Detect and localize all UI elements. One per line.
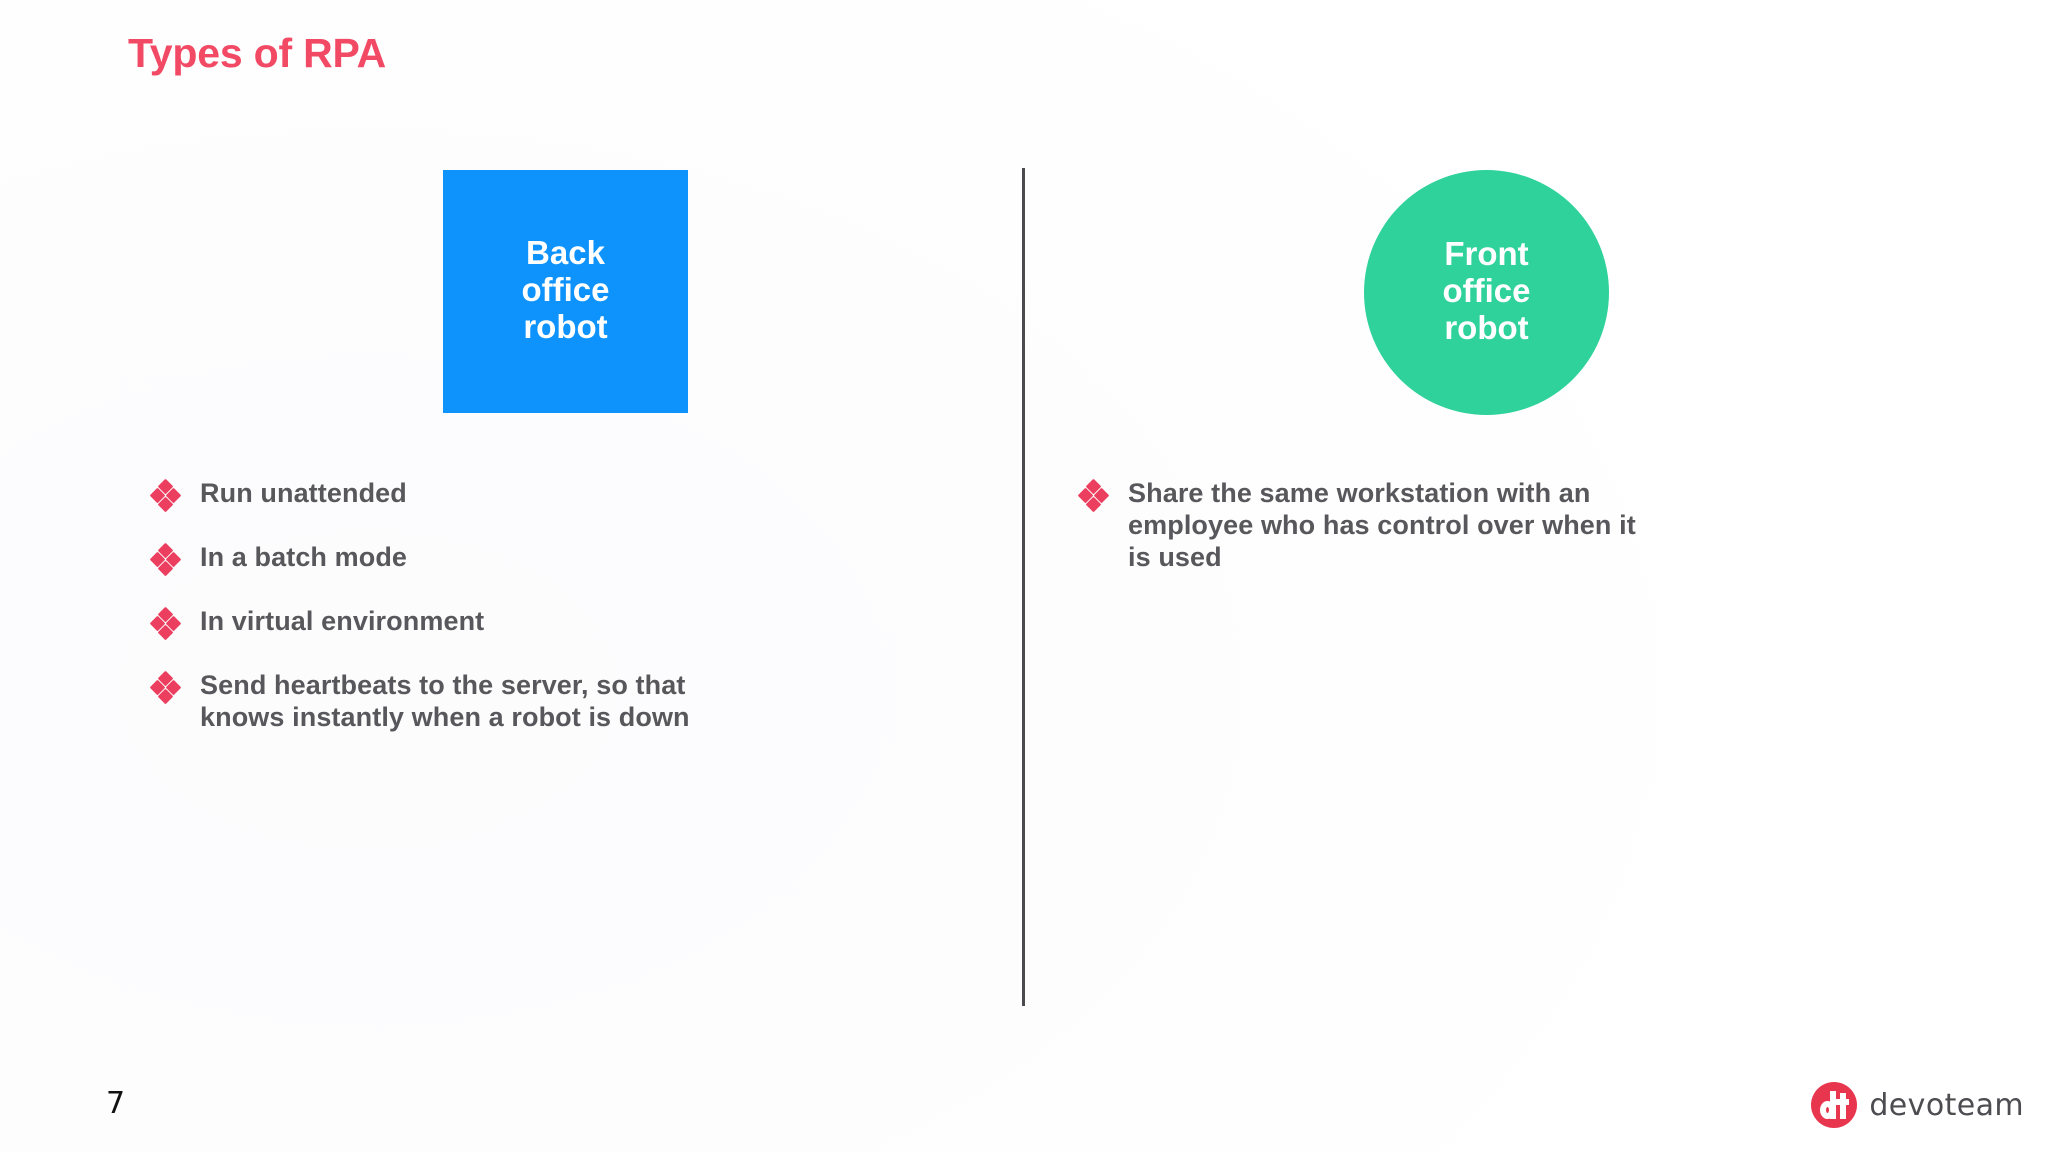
list-item-label: In a batch mode xyxy=(200,542,408,572)
list-item-label: In virtual environment xyxy=(200,606,485,636)
column-divider xyxy=(1022,168,1025,1006)
devoteam-wordmark: devoteam xyxy=(1869,1087,2024,1123)
back-office-bullet-list: Run unattended In a batch mode In virtua… xyxy=(149,478,950,762)
page-title: Types of RPA xyxy=(128,30,387,76)
devoteam-mark-icon xyxy=(1811,1082,1858,1128)
diamond-bullet-icon xyxy=(149,670,182,706)
diamond-bullet-icon xyxy=(149,478,182,514)
front-office-robot-label: Front office robot xyxy=(1442,235,1531,346)
front-office-bullet-list: Share the same workstation with an emplo… xyxy=(1077,478,1898,574)
list-item: Share the same workstation with an emplo… xyxy=(1077,478,1898,574)
list-item-label: Share the same workstation with an emplo… xyxy=(1128,478,1636,572)
list-item: In a batch mode xyxy=(149,542,950,578)
diamond-bullet-icon xyxy=(1077,478,1110,514)
list-item: In virtual environment xyxy=(149,606,950,642)
front-office-robot-shape: Front office robot xyxy=(1364,170,1609,415)
page-number: 7 xyxy=(106,1086,126,1121)
diamond-bullet-icon xyxy=(149,542,182,578)
list-item: Send heartbeats to the server, so that k… xyxy=(149,670,950,734)
diamond-bullet-icon xyxy=(149,606,182,642)
back-office-robot-shape: Back office robot xyxy=(443,170,688,413)
devoteam-logo: devoteam xyxy=(1811,1082,2024,1128)
back-office-robot-label: Back office robot xyxy=(521,234,610,345)
list-item-label: Run unattended xyxy=(200,478,407,508)
list-item: Run unattended xyxy=(149,478,950,514)
list-item-label: Send heartbeats to the server, so that k… xyxy=(200,670,690,732)
